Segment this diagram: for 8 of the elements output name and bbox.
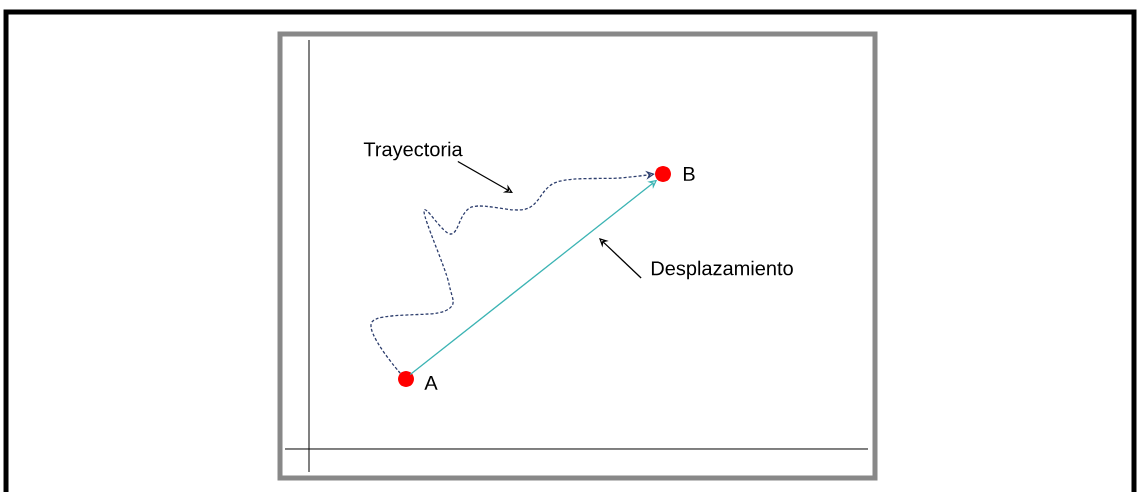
point-dot — [398, 371, 414, 387]
text-label: Desplazamiento — [651, 260, 793, 280]
leader-arrow — [457, 160, 513, 193]
point-label: B — [684, 167, 695, 181]
point-dot — [655, 166, 671, 182]
point-label: A — [424, 376, 438, 390]
text-label: Trayectoria — [363, 141, 463, 161]
leader-arrow — [599, 238, 642, 279]
